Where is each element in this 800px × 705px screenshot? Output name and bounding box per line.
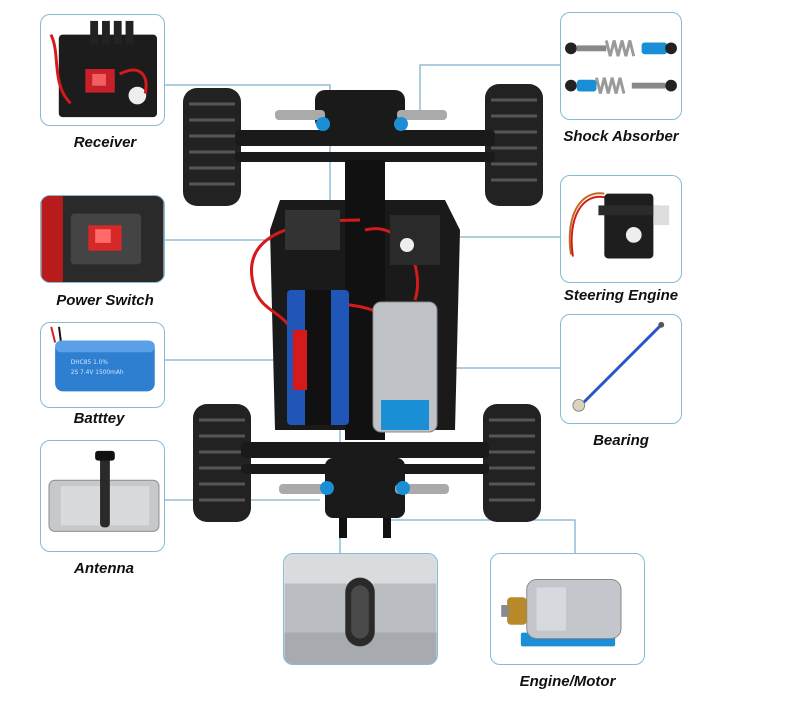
- receiver-image: [49, 20, 158, 118]
- receiver-card: [40, 14, 165, 126]
- rc-car-chassis-image: [183, 84, 543, 538]
- chassis-battery: [287, 290, 349, 425]
- steering-engine-card: [560, 175, 682, 283]
- rear-shocks: [279, 481, 449, 495]
- bearing-card: [560, 314, 682, 424]
- steering-engine-image: [568, 192, 670, 259]
- rear-suspension: [241, 442, 489, 518]
- chassis-servo: [390, 215, 440, 265]
- rear-right-tire: [483, 404, 541, 522]
- chassis-motor: [372, 301, 438, 433]
- battery-image: DHC85 1.0% 2S 7.4V 1500mAh: [50, 326, 155, 392]
- chassis-receiver: [285, 210, 340, 250]
- bearing-label: Bearing: [593, 432, 649, 449]
- power-switch-label: Power Switch: [56, 292, 154, 309]
- shock-absorber-label: Shock Absorber: [563, 128, 679, 145]
- antenna-closeup-card: [283, 553, 438, 665]
- rear-left-tire: [193, 404, 251, 522]
- battery-card: DHC85 1.0% 2S 7.4V 1500mAh: [40, 322, 165, 408]
- antenna-image: [48, 450, 160, 532]
- power-switch-card: [40, 195, 165, 283]
- engine-motor-label: Engine/Motor: [519, 673, 616, 690]
- front-suspension: [235, 90, 495, 162]
- front-shocks: [275, 110, 447, 131]
- antenna-closeup-image: [284, 554, 437, 664]
- front-left-tire: [183, 88, 241, 206]
- steering-engine-label: Steering Engine: [563, 287, 679, 304]
- antenna-card: [40, 440, 165, 552]
- shock-absorber-card: [560, 12, 682, 120]
- shock-absorber-image: [565, 40, 677, 94]
- battery-print-line1: DHC85 1.0%: [71, 360, 109, 366]
- front-right-tire: [485, 84, 543, 206]
- antenna-label: Antenna: [74, 560, 134, 577]
- engine-motor-image: [501, 579, 622, 647]
- battery-print-line2: 2S 7.4V 1500mAh: [71, 370, 124, 376]
- engine-motor-card: [490, 553, 645, 665]
- power-switch-image: [41, 196, 164, 282]
- receiver-label: Receiver: [73, 134, 137, 151]
- bearing-image: [572, 321, 665, 412]
- battery-label: Batttey: [73, 410, 125, 427]
